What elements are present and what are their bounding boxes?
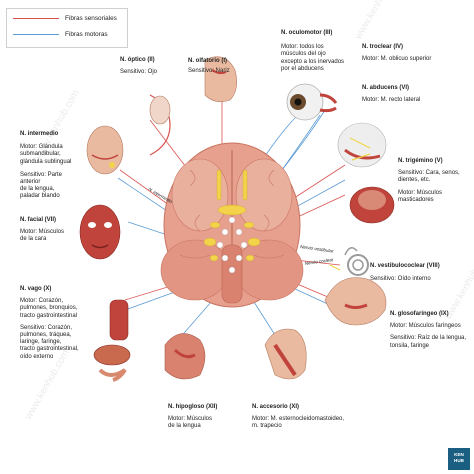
- motor-swatch: [13, 33, 59, 35]
- text-vago-s1: Sensitivo: Corazón,: [20, 324, 73, 331]
- name-hipogloso: N. hipogloso (XII): [168, 404, 218, 410]
- text-trigemino-m1: Motor: Músculos: [398, 189, 443, 196]
- text-facial-m2: de la cara: [20, 236, 47, 243]
- text-intermedio-m1: Motor: Glándula: [20, 144, 63, 151]
- text-optico-1: Sensitivo: Ojo: [120, 69, 158, 76]
- label-vago: N. vago (X) Motor: Corazón, pulmones, br…: [20, 286, 79, 361]
- text-vago-m2: pulmones, bronquios,: [20, 305, 78, 312]
- name-accesorio: N. accesorio (XI): [252, 404, 300, 410]
- skull-trigemino-illustration: [337, 122, 387, 168]
- kenhub-logo: KEN HUB: [448, 448, 470, 470]
- name-vestibulococlear: N. vestibulococlear (VIII): [370, 263, 440, 269]
- text-trigemino-m2: masticadores: [398, 196, 434, 203]
- text-intermedio-m2: submandibular,: [20, 151, 61, 158]
- text-intermedio-s4: paladar blando: [20, 193, 60, 200]
- text-hipogloso-m1: Motor: Músculos: [168, 416, 213, 423]
- text-intermedio-s2: anterior: [20, 179, 41, 186]
- name-oculomotor: N. oculomotor (III): [281, 30, 333, 36]
- text-oculomotor-1: Motor: todos los: [281, 44, 324, 51]
- brand-line1: KEN: [454, 452, 464, 457]
- text-vago-s5: oído externo: [20, 353, 54, 360]
- text-glosofaringeo-m1: Motor: Músculos faríngeos: [390, 323, 461, 330]
- name-glosofaringeo: N. glosofaríngeo (IX): [390, 311, 449, 317]
- legend-motor-label: Fibras motoras: [65, 31, 108, 38]
- sensory-swatch: [13, 17, 59, 19]
- inner-ear-illustration: [329, 247, 369, 276]
- text-abducens-1: Motor: M. recto lateral: [362, 97, 421, 104]
- pharynx-illustration: [324, 277, 387, 326]
- label-troclear: N. troclear (IV) Motor: M. oblicuo super…: [362, 44, 431, 63]
- text-vago-s3: laringe, faringe,: [20, 339, 62, 346]
- label-olfatorio: N. olfatorio (I) Sensitivo: Nariz: [188, 58, 230, 75]
- legend: Fibras sensoriales Fibras motoras: [6, 8, 128, 48]
- name-olfatorio: N. olfatorio (I): [188, 58, 227, 64]
- text-oculomotor-3: excepto a los inervados: [281, 58, 345, 65]
- brain-inferior-view: [160, 142, 304, 308]
- text-intermedio-s1: Sensitivo: Parte: [20, 171, 63, 178]
- legend-sensory: Fibras sensoriales: [13, 14, 117, 24]
- label-facial: N. facial (VII) Motor: Músculos de la ca…: [20, 217, 64, 244]
- name-optico: N. óptico (II): [120, 57, 155, 63]
- text-intermedio-m3: glándula sublingual: [20, 158, 72, 165]
- name-trigemino: N. trigémino (V): [398, 158, 443, 164]
- text-vestibulococlear-1: Sensitivo: Oído interno: [370, 276, 431, 283]
- label-hipogloso: N. hipogloso (XII) Motor: Músculos de la…: [168, 404, 217, 431]
- text-olfatorio-1: Sensitivo: Nariz: [188, 68, 230, 75]
- legend-motor: Fibras motoras: [13, 30, 108, 40]
- name-facial: N. facial (VII): [20, 217, 57, 223]
- label-accesorio: N. accesorio (XI) Motor: M. esternocleid…: [252, 404, 344, 431]
- face-intermedio-illustration: [86, 125, 124, 175]
- name-vago: N. vago (X): [20, 286, 52, 292]
- name-troclear: N. troclear (IV): [362, 44, 404, 50]
- nose-illustration: [204, 56, 237, 102]
- text-trigemino-s1: Sensitivo: Cara, senos,: [398, 170, 460, 177]
- tag-vestibular: Nervio vestibular: [300, 244, 334, 254]
- label-intermedio: N. intermedio Motor: Glándula submandibu…: [20, 131, 78, 201]
- label-abducens: N. abducens (VI) Motor: M. recto lateral: [362, 85, 420, 104]
- text-trigemino-s2: dientes, etc.: [398, 177, 431, 184]
- label-oculomotor: N. oculomotor (III) Motor: todos los mús…: [281, 30, 344, 73]
- label-vestibulococlear: N. vestibulococlear (VIII) Sensitivo: Oí…: [370, 263, 440, 283]
- label-glosofaringeo: N. glosofaríngeo (IX) Motor: Músculos fa…: [390, 311, 466, 350]
- text-vago-m1: Motor: Corazón,: [20, 298, 64, 305]
- tongue-illustration: [164, 333, 206, 380]
- text-vago-s4: tracto gastrointestinal,: [20, 346, 79, 353]
- text-facial-m1: Motor: Músculos: [20, 229, 65, 236]
- viscera-vago-illustration: [93, 299, 131, 382]
- text-vago-s2: pulmones, tráquea,: [20, 332, 72, 339]
- text-troclear-1: Motor: M. oblicuo superior: [362, 56, 432, 63]
- facial-muscles-illustration: [79, 204, 121, 260]
- label-optico: N. óptico (II) Sensitivo: Ojo: [120, 57, 157, 76]
- legend-sensory-label: Fibras sensoriales: [65, 15, 117, 22]
- text-oculomotor-4: por el abducens: [281, 65, 324, 72]
- text-oculomotor-2: músculos del ojo: [281, 51, 326, 58]
- brand-line2: HUB: [454, 458, 464, 463]
- text-glosofaringeo-s2: tonsila, faringe: [390, 342, 430, 349]
- eye-illustration: [286, 83, 338, 121]
- neck-accesorio-illustration: [264, 328, 307, 380]
- name-abducens: N. abducens (VI): [362, 85, 410, 91]
- text-accesorio-m1: Motor: M. esternocleidomastoideo,: [252, 416, 345, 423]
- text-accesorio-m2: m. trapecio: [252, 423, 282, 430]
- eyeball-optic-illustration: [149, 94, 171, 156]
- tag-coclear: Nervio coclear: [304, 257, 334, 266]
- text-intermedio-s3: de la lengua,: [20, 186, 55, 193]
- text-vago-m3: tracto gastrointestinal: [20, 312, 78, 319]
- jaw-muscle-illustration: [349, 186, 395, 224]
- text-glosofaringeo-s1: Sensitivo: Raíz de la lengua,: [390, 335, 467, 342]
- name-intermedio: N. intermedio: [20, 131, 59, 137]
- label-trigemino: N. trigémino (V) Sensitivo: Cara, senos,…: [398, 158, 460, 204]
- text-hipogloso-m2: de la lengua: [168, 423, 201, 430]
